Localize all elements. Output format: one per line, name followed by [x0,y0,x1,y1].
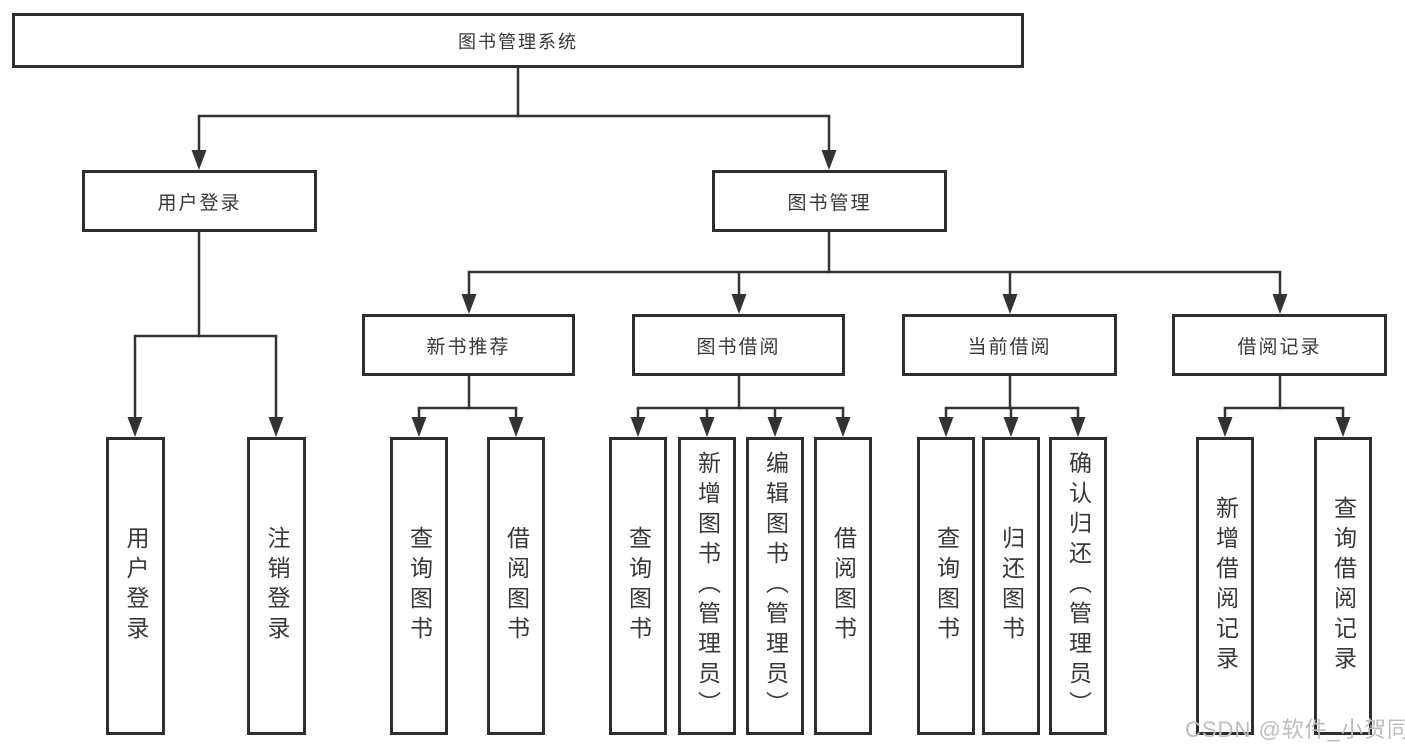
node-label: 注销登录 [264,526,290,646]
leaf-node-query-borrow-record: 查询借阅记录 [1314,437,1372,735]
node-user-login: 用户登录 [82,170,317,232]
node-label: 用户登录 [123,526,149,646]
node-label: 借阅图书 [503,526,530,646]
leaf-node-query-books: 查询图书 [390,437,448,735]
leaf-node-add-books-admin: 新增图书（管理员） [678,437,736,735]
node-label: 当前借阅 [967,336,1052,358]
node-label: 新书推荐 [426,336,511,358]
node-label: 确认归还（管理员） [1065,451,1092,721]
leaf-node-borrow-books: 借阅图书 [487,437,545,735]
leaf-node-return-books: 归还图书 [982,437,1040,735]
node-label: 查询图书 [625,526,652,646]
leaf-node-confirm-return-admin: 确认归还（管理员） [1049,437,1107,735]
leaf-node-user-login: 用户登录 [106,437,165,735]
node-label: 图书管理 [787,192,872,214]
node-label: 图书管理系统 [458,31,578,52]
leaf-node-query-books: 查询图书 [609,437,667,735]
node-label: 查询图书 [406,526,433,646]
node-label: 图书借阅 [696,336,781,358]
csdn-watermark: CSDN @软件_小贺同学 [1185,717,1405,742]
leaf-node-edit-books-admin: 编辑图书（管理员） [746,437,804,735]
node-book-management: 图书管理 [712,170,947,232]
node-label: 查询图书 [933,526,960,646]
node-new-book-recommendation: 新书推荐 [362,314,575,376]
node-label: 新增图书（管理员） [694,451,721,721]
leaf-node-add-borrow-record: 新增借阅记录 [1196,437,1254,735]
node-library-management-system: 图书管理系统 [12,13,1024,68]
node-borrowing-records: 借阅记录 [1172,314,1387,376]
leaf-node-query-books: 查询图书 [917,437,975,735]
node-label: 新增借阅记录 [1212,496,1239,676]
node-book-borrowing: 图书借阅 [632,314,845,376]
node-label: 编辑图书（管理员） [762,451,789,721]
node-label: 查询借阅记录 [1330,496,1357,676]
leaf-node-logout: 注销登录 [247,437,306,735]
node-label: 借阅图书 [830,526,857,646]
node-label: 用户登录 [157,192,242,214]
node-current-borrowing: 当前借阅 [902,314,1117,376]
node-label: 借阅记录 [1237,336,1322,358]
node-label: 归还图书 [998,526,1025,646]
leaf-node-borrow-books: 借阅图书 [814,437,872,735]
